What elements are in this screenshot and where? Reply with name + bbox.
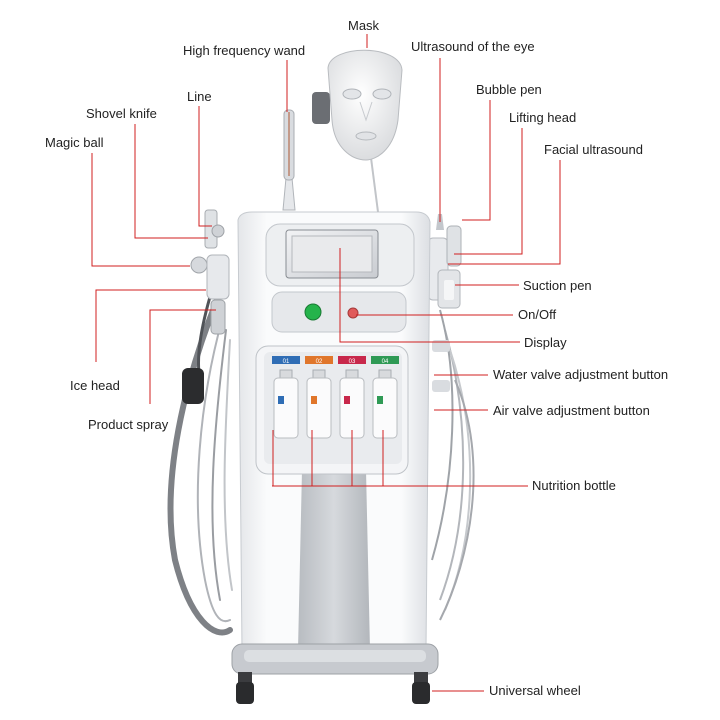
bottle-tag-text: 02 [316,359,323,365]
label-water-valve: Water valve adjustment button [493,367,669,382]
label-shovel-knife: Shovel knife [86,106,157,121]
leader-lines [91,34,561,692]
nutrition-bottle: 04 [371,356,399,439]
bottle-tag-text: 04 [382,359,389,365]
nutrition-bottle: 03 [338,356,366,439]
label-line: Line [187,89,212,104]
bottle-cap [378,369,392,379]
on-off-button[interactable] [304,303,322,321]
label-magic-ball: Magic ball [45,135,104,150]
bottle-cap [312,369,326,379]
label-mask: Mask [348,18,380,33]
bottle-tag [338,356,366,364]
label-high-frequency-wand: High frequency wand [183,43,306,58]
label-ultrasound-eye: Ultrasound of the eye [411,39,535,54]
label-ice-head: Ice head [70,378,120,393]
nutrition-bottle: 02 [305,356,333,439]
right-handpieces [427,214,462,392]
universal-wheels [236,672,430,704]
bottle-body [372,377,398,439]
label-facial-ultrasound: Facial ultrasound [544,142,643,157]
ice-head-tip [210,299,226,335]
bottle-cap [345,369,359,379]
label-lifting-head: Lifting head [509,110,577,125]
bottle-tag-text: 03 [349,359,356,365]
label-universal-wheel: Universal wheel [489,683,581,698]
knob-button[interactable] [347,307,359,319]
nutrition-bottle: 01 [272,356,300,439]
body-center-strip [298,470,370,650]
bottle-color-label [344,396,350,404]
bottle-tag [371,356,399,364]
led-mask [312,49,403,213]
bottle-body [339,377,365,439]
bottle-color-label [377,396,383,404]
bottle-tag [305,356,333,364]
label-on-off: On/Off [518,307,557,322]
label-product-spray: Product spray [88,417,169,432]
nutrition-bottles: 01 02 03 04 [272,356,399,439]
bottle-tag [272,356,300,364]
label-display: Display [524,335,567,350]
bottle-color-label [278,396,284,404]
ice-head-handle [182,368,204,404]
bottle-cap [279,369,293,379]
bottle-body [273,377,299,439]
left-cables [167,288,233,636]
bottle-tag-text: 01 [283,359,290,365]
label-bubble-pen: Bubble pen [476,82,542,97]
label-suction-pen: Suction pen [523,278,592,293]
control-panel [271,291,407,333]
bottle-color-label [311,396,317,404]
right-cables [431,309,475,621]
left-handpieces [190,209,230,300]
label-air-valve: Air valve adjustment button [493,403,650,418]
label-nutrition-bottle: Nutrition bottle [532,478,616,493]
high-frequency-wand [282,109,296,211]
bottle-body [306,377,332,439]
